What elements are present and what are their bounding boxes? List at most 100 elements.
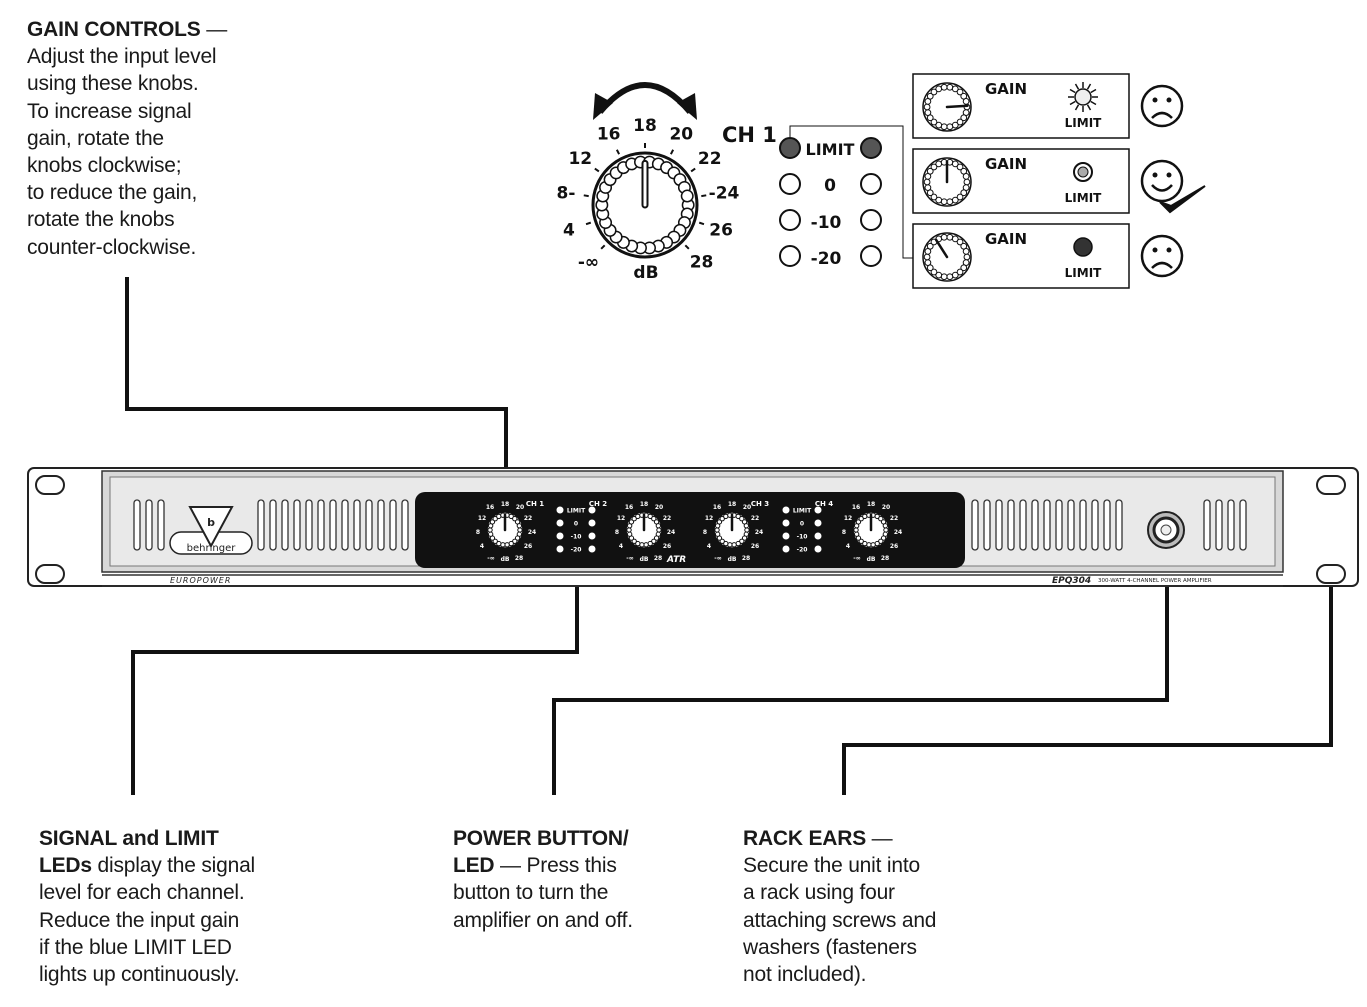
knob-grip[interactable] bbox=[643, 542, 649, 548]
knob-grip[interactable] bbox=[940, 123, 948, 131]
knob-grip[interactable] bbox=[963, 178, 971, 186]
knob-grip[interactable] bbox=[951, 271, 959, 279]
knob-grip[interactable] bbox=[514, 535, 521, 541]
knob-grip[interactable] bbox=[656, 527, 662, 533]
knob-grip[interactable] bbox=[719, 516, 725, 522]
knob[interactable] bbox=[713, 511, 751, 549]
knob-grip[interactable] bbox=[880, 535, 887, 541]
knob-grip[interactable] bbox=[923, 103, 931, 111]
knob-grip[interactable] bbox=[655, 523, 661, 529]
knob-grip[interactable] bbox=[488, 531, 494, 537]
knob-grip[interactable] bbox=[946, 83, 954, 91]
knob-grip[interactable] bbox=[862, 540, 868, 547]
knob-grip[interactable] bbox=[940, 198, 948, 206]
knob-grip[interactable] bbox=[924, 109, 932, 116]
knob-grip[interactable] bbox=[508, 513, 514, 520]
knob-grip[interactable] bbox=[956, 193, 964, 201]
knob-grip[interactable] bbox=[926, 92, 934, 100]
knob-grip[interactable] bbox=[926, 242, 934, 250]
knob-grip[interactable] bbox=[962, 173, 970, 180]
knob-grip[interactable] bbox=[492, 516, 498, 522]
knob-grip[interactable] bbox=[628, 519, 635, 525]
knob-grip[interactable] bbox=[960, 189, 968, 197]
knob-grip[interactable] bbox=[935, 121, 943, 129]
knob-grip[interactable] bbox=[946, 198, 954, 206]
knob-grip[interactable] bbox=[716, 519, 723, 525]
knob-grip[interactable] bbox=[930, 193, 938, 201]
knob-grip[interactable] bbox=[935, 196, 943, 204]
knob-grip[interactable] bbox=[487, 527, 493, 533]
knob-grip[interactable] bbox=[739, 516, 745, 522]
knob-grip[interactable] bbox=[858, 516, 864, 522]
knob[interactable] bbox=[486, 511, 524, 549]
knob-grip[interactable] bbox=[930, 268, 938, 276]
knob-grip[interactable] bbox=[723, 540, 729, 547]
knob-grip[interactable] bbox=[714, 527, 720, 533]
knob-grip[interactable] bbox=[951, 196, 959, 204]
knob-grip[interactable] bbox=[870, 542, 876, 548]
knob-grip[interactable] bbox=[517, 527, 523, 533]
knob-grip[interactable] bbox=[635, 540, 641, 547]
knob-grip[interactable] bbox=[516, 523, 522, 529]
knob[interactable] bbox=[922, 82, 972, 132]
knob-grip[interactable] bbox=[962, 248, 970, 255]
knob-grip[interactable] bbox=[512, 538, 518, 544]
knob[interactable] bbox=[852, 511, 890, 549]
knob-grip[interactable] bbox=[489, 519, 496, 525]
knob[interactable] bbox=[625, 511, 663, 549]
knob-grip[interactable] bbox=[883, 527, 889, 533]
knob-grip[interactable] bbox=[935, 160, 943, 168]
knob-grip[interactable] bbox=[854, 531, 860, 537]
knob-grip[interactable] bbox=[651, 538, 657, 544]
knob-grip[interactable] bbox=[504, 542, 510, 548]
knob-grip[interactable] bbox=[739, 538, 745, 544]
knob[interactable] bbox=[922, 157, 972, 207]
knob-grip[interactable] bbox=[930, 163, 938, 171]
knob-grip[interactable] bbox=[512, 516, 518, 522]
knob-grip[interactable] bbox=[956, 118, 964, 126]
knob-grip[interactable] bbox=[874, 513, 880, 520]
knob[interactable] bbox=[922, 232, 972, 282]
knob-grip[interactable] bbox=[631, 516, 637, 522]
knob-grip[interactable] bbox=[731, 542, 737, 548]
knob-grip[interactable] bbox=[935, 271, 943, 279]
knob-grip[interactable] bbox=[651, 516, 657, 522]
knob-grip[interactable] bbox=[946, 123, 954, 131]
knob-grip[interactable] bbox=[631, 538, 637, 544]
knob-grip[interactable] bbox=[853, 527, 859, 533]
knob-grip[interactable] bbox=[680, 189, 694, 203]
knob-grip[interactable] bbox=[626, 527, 632, 533]
knob-grip[interactable] bbox=[963, 253, 971, 261]
knob-grip[interactable] bbox=[930, 118, 938, 126]
knob-grip[interactable] bbox=[882, 523, 888, 529]
knob-grip[interactable] bbox=[946, 273, 954, 281]
knob[interactable] bbox=[591, 151, 699, 259]
knob-grip[interactable] bbox=[741, 535, 748, 541]
knob-grip[interactable] bbox=[940, 83, 948, 91]
knob-grip[interactable] bbox=[924, 259, 932, 266]
knob-grip[interactable] bbox=[940, 233, 948, 241]
knob-grip[interactable] bbox=[956, 268, 964, 276]
knob-grip[interactable] bbox=[930, 88, 938, 96]
knob-grip[interactable] bbox=[951, 235, 959, 243]
knob-grip[interactable] bbox=[951, 160, 959, 168]
knob-grip[interactable] bbox=[962, 98, 970, 105]
knob-grip[interactable] bbox=[935, 85, 943, 93]
knob-grip[interactable] bbox=[960, 114, 968, 122]
knob-grip[interactable] bbox=[956, 163, 964, 171]
knob-grip[interactable] bbox=[744, 527, 750, 533]
knob-grip[interactable] bbox=[951, 121, 959, 129]
knob-grip[interactable] bbox=[960, 264, 968, 272]
knob-grip[interactable] bbox=[951, 85, 959, 93]
knob-grip[interactable] bbox=[743, 523, 749, 529]
knob-grip[interactable] bbox=[858, 538, 864, 544]
knob-grip[interactable] bbox=[496, 540, 502, 547]
knob-grip[interactable] bbox=[956, 88, 964, 96]
knob-grip[interactable] bbox=[647, 513, 653, 520]
knob-grip[interactable] bbox=[653, 535, 660, 541]
knob-grip[interactable] bbox=[926, 167, 934, 175]
knob-grip[interactable] bbox=[878, 538, 884, 544]
power-button[interactable] bbox=[1147, 511, 1185, 549]
knob-grip[interactable] bbox=[923, 178, 931, 186]
knob-grip[interactable] bbox=[719, 538, 725, 544]
